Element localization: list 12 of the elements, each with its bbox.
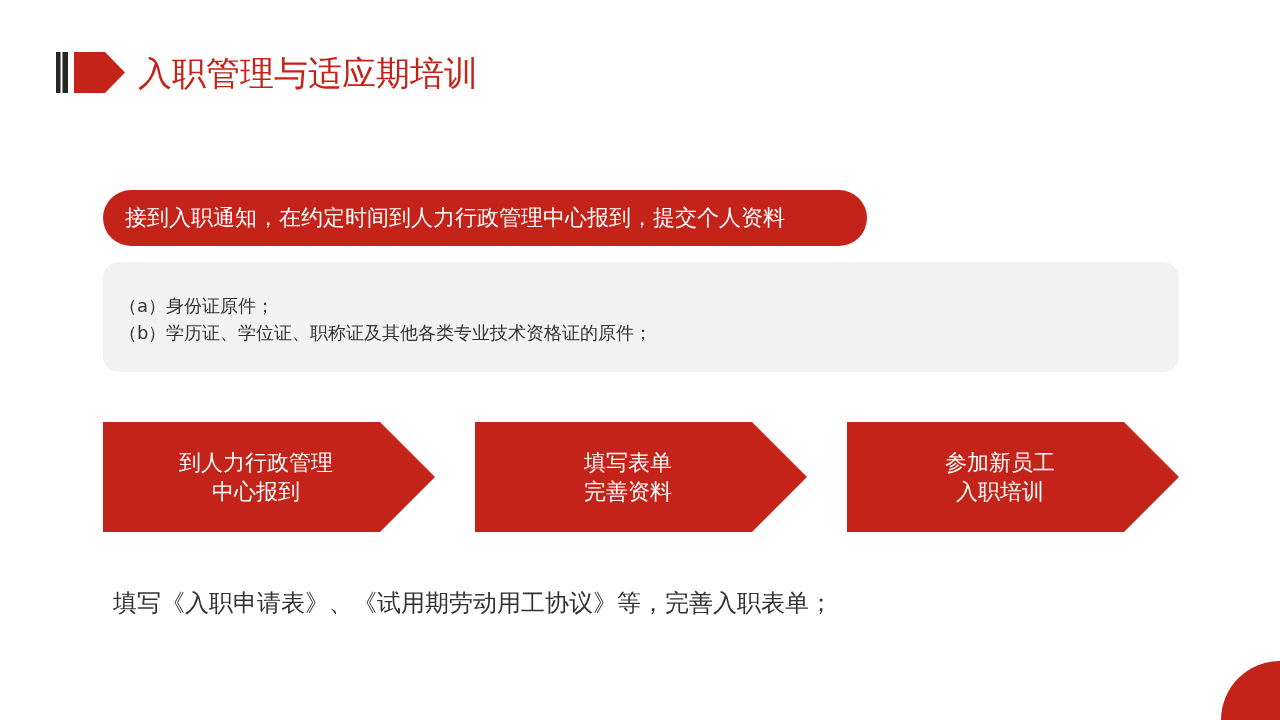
chevron-step — [103, 422, 435, 532]
chevron-step — [475, 422, 807, 532]
chevron-step — [847, 422, 1179, 532]
note-text: 填写《入职申请表》、《试用期劳动用工协议》等，完善入职表单； — [113, 588, 833, 619]
step-label: 到人力行政管理中心报到 — [177, 449, 334, 506]
step-label: 填写表单完善资料 — [582, 449, 673, 506]
step-banner — [103, 190, 867, 246]
step-label: 参加新员工入职培训 — [943, 449, 1056, 506]
list-item: （b）学历证、学位证、职称证及其他各类专业技术资格证的原件； — [119, 321, 654, 345]
banner-text: 接到入职通知，在约定时间到人力行政管理中心报到，提交个人资料 — [125, 204, 785, 232]
list-item: （a）身份证原件； — [119, 294, 276, 318]
slide-title: 入职管理与适应期培训 — [138, 52, 478, 94]
